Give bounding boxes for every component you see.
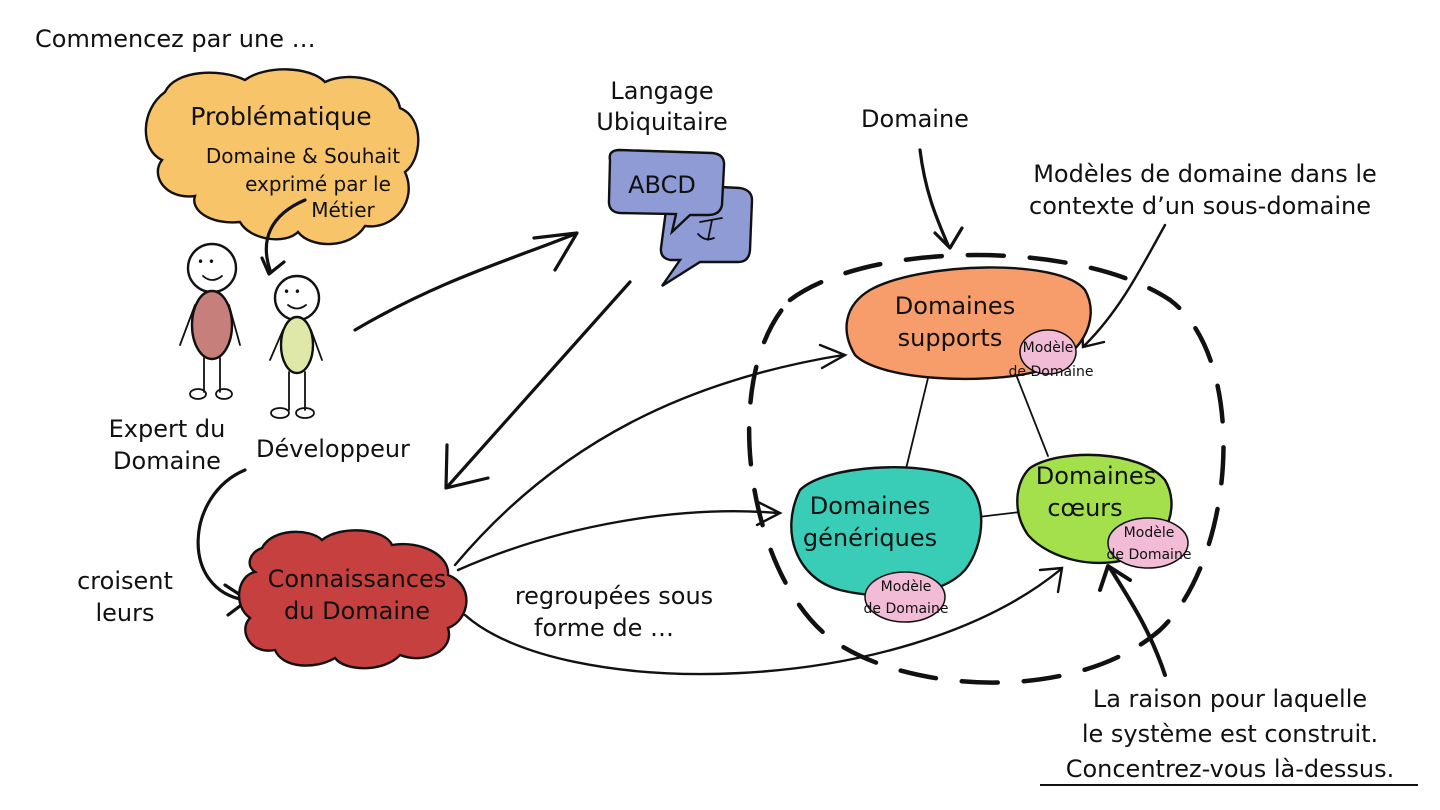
link-generiques-coeurs [977,511,1021,518]
coeurs-model-label-2: de Domaine [1107,547,1192,563]
coeurs-model-label-1: Modèle [1124,525,1175,541]
arrow-people-to-language [353,232,577,332]
expert-body [190,289,234,361]
speech-bubbles: ABCD [607,148,754,288]
generiques-model-label-2: de Domaine [864,601,949,617]
arrow-people-to-language-head [532,231,579,272]
arrow-domain [918,148,950,247]
expert-figure: • • [179,242,241,400]
domain-label: Domaine [861,105,969,133]
problem-cloud: Problématique Domaine & Souhait exprimé … [144,68,420,246]
generiques-domain: Domaines génériques Modèle de Domaine [790,466,983,623]
supports-model-label-1: Modèle [1023,340,1074,356]
arrow-cloud-to-people-head [260,256,286,276]
domain-boundary [746,252,1226,685]
developer-body [279,315,315,375]
coeurs-domain: Domaines cœurs Modèle de Domaine [1016,453,1192,569]
link-supports-coeurs [1014,371,1049,457]
grouped-label-2: forme de … [534,614,674,642]
footer-line-1: La raison pour laquelle [1093,685,1367,713]
generiques-label-2: génériques [803,524,937,552]
developer-label: Développeur [256,435,410,463]
coeurs-label-1: Domaines [1036,462,1156,490]
svg-text:• •: • • [197,255,215,269]
generiques-label-1: Domaines [810,492,930,520]
coeurs-label-2: cœurs [1047,494,1122,522]
problem-title: Problématique [190,102,371,131]
coeurs-model-blob [1107,517,1189,569]
grouped-label-1: regroupées sous [515,582,713,610]
knowledge-label-2: du Domaine [284,597,430,625]
intro-text: Commencez par une … [35,25,316,53]
supports-label-1: Domaines [895,292,1015,320]
knowledge-cloud-shape [237,529,468,670]
cross-label-1: croisent [77,567,173,595]
arrow-models [1083,223,1167,347]
supports-model-label-2: de Domaine [1009,364,1094,380]
arrow-cloud-to-people [264,198,307,272]
problem-line-3: Métier [311,198,375,222]
footer-line-2: le système est construit. [1082,720,1378,748]
bubble-text: ABCD [628,171,696,199]
language-label-2: Ubiquitaire [596,108,727,136]
arrow-language-knowledge-head [444,443,490,490]
arrow-knowledge-to-supports [453,353,845,567]
expert-label-2: Domaine [113,447,221,475]
problem-cloud-shape [144,68,420,246]
supports-model-blob [1019,329,1077,375]
generiques-model-label-1: Modèle [881,579,932,595]
generiques-model-blob [864,571,946,623]
language-label-1: Langage [610,77,713,105]
problem-line-2: exprimé par le [245,172,391,196]
developer-figure: • • [269,274,323,419]
knowledge-label-1: Connaissances [268,565,447,593]
arrow-dev-to-knowledge [196,468,247,602]
bubble-glyph [697,217,723,241]
footer-line-3: Concentrez-vous là-dessus. [1066,755,1395,783]
svg-text:• •: • • [283,285,301,299]
knowledge-cloud: Connaissances du Domaine [237,529,468,670]
cross-label-2: leurs [95,599,154,627]
arrow-knowledge-to-generiques [456,510,780,572]
problem-line-1: Domaine & Souhait [206,144,400,168]
arrow-language-knowledge [446,280,632,488]
supports-label-2: supports [898,324,1003,352]
models-label-2: contexte d’un sous-domaine [1029,192,1371,220]
arrow-focus [1108,566,1167,677]
arrow-knowledge-to-coeurs [463,568,1062,676]
supports-domain: Domaines supports Modèle de Domaine [845,266,1094,381]
link-supports-generiques [904,377,929,474]
expert-label-1: Expert du [109,415,226,443]
speech-bubble-front [607,148,726,236]
models-label-1: Modèles de domaine dans le [1033,160,1377,188]
generiques-shape [790,466,983,597]
